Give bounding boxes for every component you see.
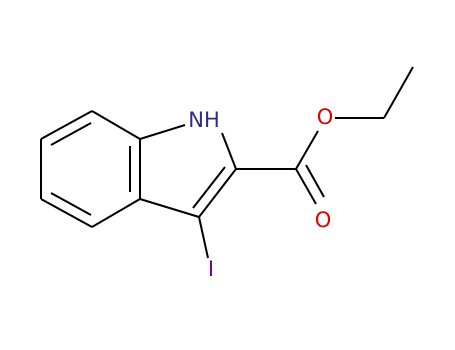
atom-label-o-ester: O (317, 105, 334, 129)
bond-ch2-ch3 (383, 66, 414, 119)
bond-c6-c7-inner (50, 122, 92, 146)
bond-c7a-n1 (139, 124, 186, 140)
atom-label-iodine: I (208, 257, 214, 281)
bond-ccarbonyl-o-carbonyl-a (295, 168, 317, 205)
bond-c3a-c4 (91, 198, 141, 228)
atom-label-o-carbonyl: O (315, 208, 332, 232)
bond-ccarbonyl-o-ester (295, 130, 319, 170)
bond-c4-c5 (40, 198, 93, 228)
bonds (40, 66, 414, 259)
bond-c4-c5-inner (50, 192, 92, 216)
bond-c6-c7 (40, 110, 93, 140)
bond-c7-c7a (91, 110, 141, 140)
bond-c2-c3-inner (192, 166, 226, 209)
bond-c2-c3 (198, 168, 237, 218)
atom-labels: NH O O I (188, 105, 333, 281)
bond-n1-c2 (221, 132, 237, 170)
bond-c3-i (198, 216, 209, 259)
bond-ccarbonyl-o-carbonyl-b (305, 164, 325, 198)
atom-label-nh: NH (188, 108, 220, 132)
bond-c3-c3a (139, 198, 200, 218)
